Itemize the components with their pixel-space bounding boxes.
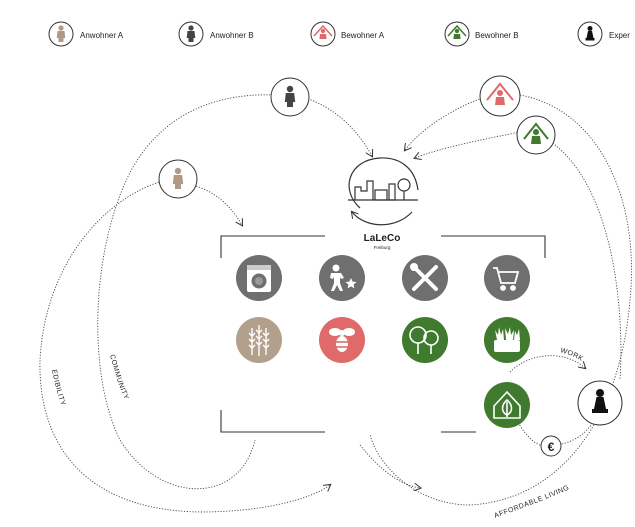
tools-icon xyxy=(412,265,438,291)
service-laundry xyxy=(236,255,282,301)
service-childcare xyxy=(319,255,365,301)
resident-house-icon xyxy=(447,24,467,39)
trees-icon xyxy=(409,326,439,354)
legend-item-anwohner-a: Anwohner A xyxy=(48,21,124,47)
work-label: WORK xyxy=(560,347,585,363)
euro-badge: € xyxy=(540,435,562,457)
chess-pawn-icon xyxy=(592,389,608,413)
person-icon xyxy=(284,85,296,107)
edibility-label: EDIBILITY xyxy=(50,369,66,407)
legend-item-expert: Exper xyxy=(577,21,630,47)
affordable-arrow xyxy=(359,444,420,488)
legend-item-bewohner-a: Bewohner A xyxy=(310,21,385,47)
legend-item-anwohner-b: Anwohner B xyxy=(178,21,254,47)
legend-label: Bewohner B xyxy=(475,31,519,40)
child-star-icon xyxy=(330,264,357,291)
person-icon xyxy=(56,25,66,42)
wrench-head xyxy=(410,263,418,271)
service-trees xyxy=(402,317,448,363)
wheat-icon xyxy=(248,325,270,356)
legend: Anwohner A Anwohner B Bewohner A xyxy=(48,21,630,47)
actor-expert xyxy=(577,380,623,426)
arrow-to-services xyxy=(187,183,242,225)
washing-machine-icon xyxy=(247,265,271,292)
community-label: COMMUNITY xyxy=(108,354,130,401)
service-gardening xyxy=(484,317,530,363)
arrow-to-center xyxy=(299,95,372,156)
legend-label: Anwohner A xyxy=(80,31,124,40)
laleco-logo: LaLeCo Freiburg xyxy=(348,157,419,250)
right-inner-loop xyxy=(547,139,622,381)
service-housing xyxy=(484,382,530,428)
service-repair xyxy=(402,255,448,301)
affordable-living-label: AFFORDABLE LIVING xyxy=(493,484,570,519)
resident-house-icon xyxy=(313,24,333,39)
person-icon xyxy=(186,25,196,42)
service-shopping xyxy=(484,255,530,301)
services-frame xyxy=(220,235,546,433)
actor-anwohner-a xyxy=(158,159,198,199)
arrow-from-bewohner-b xyxy=(415,131,521,158)
person-icon xyxy=(172,167,184,189)
bee-icon xyxy=(329,328,355,352)
city-skyline-icon xyxy=(348,178,418,201)
edibility-loop xyxy=(39,177,330,513)
actor-bewohner-b xyxy=(516,115,556,155)
euro-symbol: € xyxy=(548,440,555,454)
legend-label: Bewohner A xyxy=(341,31,385,40)
legend-item-bewohner-b: Bewohner B xyxy=(444,21,519,47)
actor-bewohner-a xyxy=(479,75,521,117)
actor-anwohner-b-top xyxy=(270,77,310,117)
service-grain xyxy=(236,317,282,363)
legend-label: Exper xyxy=(609,31,630,40)
resident-house-icon xyxy=(486,82,514,105)
logo-title: LaLeCo xyxy=(364,233,401,244)
legend-label: Anwohner B xyxy=(210,31,254,40)
resident-house-icon xyxy=(523,122,549,144)
shopping-cart-icon xyxy=(493,267,520,291)
garden-bed-icon xyxy=(494,327,520,352)
house-leaf-icon xyxy=(493,390,521,419)
bee-stripes xyxy=(336,341,348,348)
arrow-from-bewohner-a xyxy=(405,97,483,150)
logo-subtitle: Freiburg xyxy=(374,245,391,250)
service-bees xyxy=(319,317,365,363)
work-arrow xyxy=(509,355,585,373)
chess-pawn-icon xyxy=(585,26,595,41)
